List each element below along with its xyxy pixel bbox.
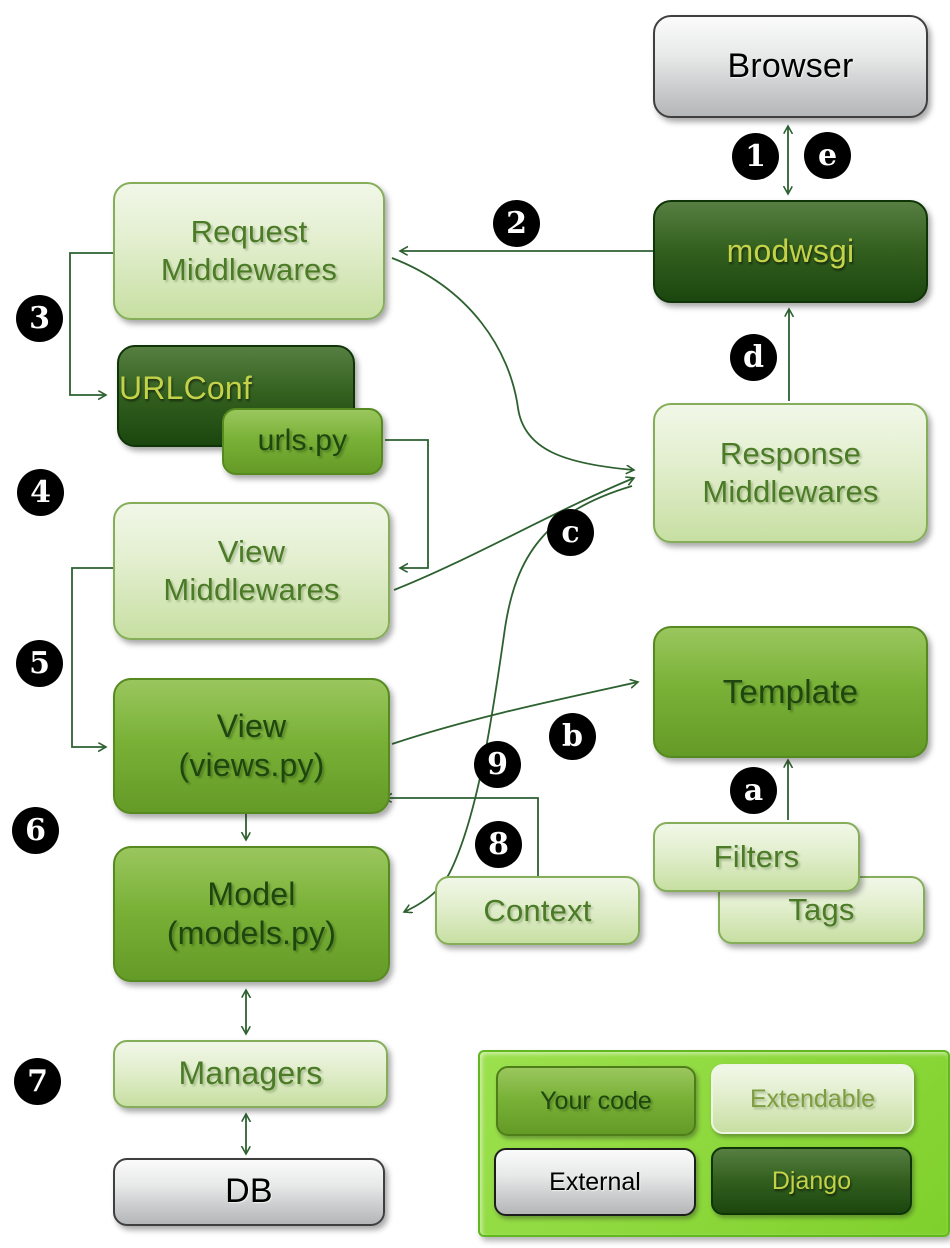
legend-item-django: Django [711,1147,912,1215]
node-filters: Filters [653,822,860,892]
badge-step-3: 3 [16,295,63,342]
node-template: Template [653,626,928,758]
node-modwsgi: modwsgi [653,200,928,303]
node-request-middlewares: Request Middlewares [113,182,385,320]
node-view-line1: View [216,707,287,744]
node-db: DB [113,1158,385,1226]
node-browser: Browser [653,15,928,118]
badge-step-e: e [804,132,851,179]
node-context-label: Context [483,892,592,928]
curve-view-template [391,682,638,745]
legend-external-label: External [549,1167,641,1196]
node-filters-label: Filters [713,839,800,875]
curve-requestmw-responsemw [391,257,634,470]
node-context: Context [435,876,640,945]
node-tags-label: Tags [788,892,855,928]
badge-step-c: c [547,509,594,556]
node-view-middlewares-line2: Middlewares [163,572,340,607]
node-urls-py-label: urls.py [257,424,348,458]
badge-step-a: a [730,767,777,814]
node-response-middlewares-line2: Middlewares [702,474,879,509]
badge-step-4: 4 [17,469,64,516]
node-view-middlewares-line1: View [217,534,286,570]
node-response-middlewares-line1: Response [719,436,862,472]
node-model-line1: Model [207,875,296,912]
legend-item-external: External [494,1148,696,1216]
node-modwsgi-label: modwsgi [726,232,855,269]
node-response-middlewares: Response Middlewares [653,403,928,543]
badge-step-8: 8 [475,821,522,868]
node-db-label: DB [225,1172,273,1211]
arrow-viewmw-view [71,567,113,747]
badge-step-6: 6 [12,807,59,854]
node-urls-py: urls.py [222,408,383,475]
arrow-requestmw-urlconf [69,252,113,395]
node-template-label: Template [722,672,859,710]
legend-django-label: Django [771,1166,852,1195]
node-view-middlewares: View Middlewares [113,502,390,640]
node-view: View (views.py) [113,678,390,814]
badge-step-2: 2 [493,200,540,247]
curve-viewmw-responsemw [393,478,634,591]
badge-step-d: d [730,334,777,381]
node-view-line2: (views.py) [178,747,325,783]
node-browser-label: Browser [727,46,854,85]
legend-item-extendable: Extendable [711,1064,914,1134]
badge-step-7: 7 [14,1058,61,1105]
arrow-urlspy-viewmw [385,439,429,568]
node-request-middlewares-line2: Middlewares [160,252,338,287]
badge-step-5: 5 [16,640,63,687]
node-managers: Managers [113,1040,388,1108]
legend-item-your-code: Your code [496,1066,696,1136]
legend-extendable-label: Extendable [749,1084,876,1113]
node-model-line2: (models.py) [166,915,337,951]
legend-your-code-label: Your code [540,1086,652,1115]
node-model: Model (models.py) [113,846,390,982]
badge-step-9: 9 [474,741,521,788]
node-urlconf-label: URLConf [119,370,253,406]
node-managers-label: Managers [178,1055,323,1092]
badge-step-b: b [549,713,596,760]
legend: Your code Extendable External Django [478,1050,950,1237]
arrow-context-view [384,798,539,876]
node-request-middlewares-line1: Request [190,214,308,250]
badge-step-1: 1 [732,133,779,180]
